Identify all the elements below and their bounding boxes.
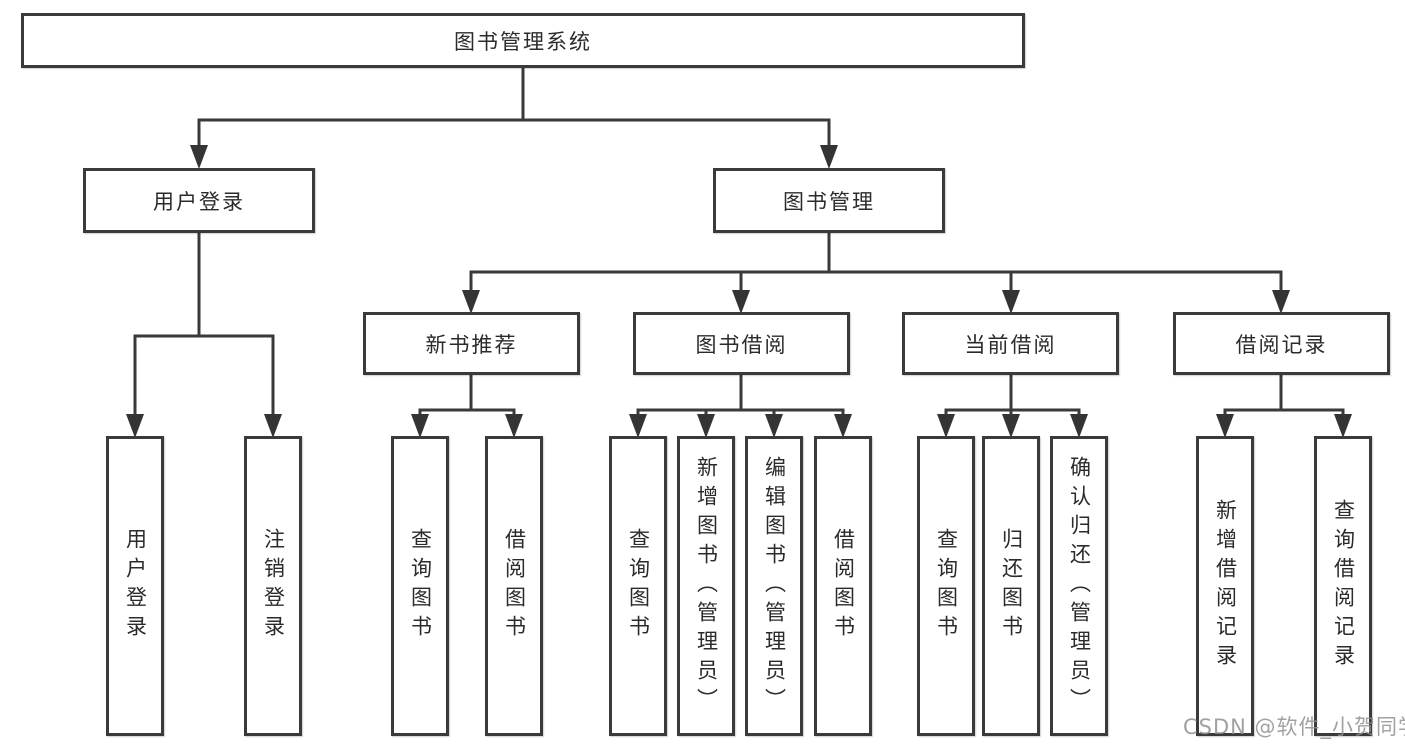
node-book-borrow-label: 图书借阅 [695, 332, 788, 357]
node-current-borrow: 当前借阅 [902, 312, 1119, 375]
leaf-edit-book-admin: 编辑图书（管理员） [745, 436, 803, 736]
leaf-query-book-borrow-label: 查询图书 [626, 528, 651, 644]
node-borrow-records-label: 借阅记录 [1235, 332, 1328, 357]
node-new-book-recommend-label: 新书推荐 [425, 332, 518, 357]
leaf-user-login: 用户登录 [106, 436, 164, 736]
leaf-query-book-recommend: 查询图书 [391, 436, 449, 736]
leaf-confirm-return-admin: 确认归还（管理员） [1050, 436, 1108, 736]
leaf-borrow-book-recommend: 借阅图书 [485, 436, 543, 736]
leaf-borrow-book-recommend-label: 借阅图书 [502, 528, 527, 644]
leaf-confirm-return-admin-label: 确认归还（管理员） [1067, 455, 1092, 717]
leaf-query-borrow-record-label: 查询借阅记录 [1331, 499, 1356, 673]
node-root: 图书管理系统 [21, 13, 1025, 68]
leaf-borrow-book: 借阅图书 [814, 436, 872, 736]
node-user-login: 用户登录 [83, 168, 315, 233]
leaf-query-book-current-label: 查询图书 [934, 528, 959, 644]
node-book-management: 图书管理 [713, 168, 945, 233]
leaf-logout: 注销登录 [244, 436, 302, 736]
leaf-edit-book-admin-label: 编辑图书（管理员） [762, 455, 787, 717]
node-current-borrow-label: 当前借阅 [964, 332, 1057, 357]
leaf-query-book-borrow: 查询图书 [609, 436, 667, 736]
leaf-query-borrow-record: 查询借阅记录 [1314, 436, 1372, 736]
leaf-user-login-label: 用户登录 [123, 528, 148, 644]
node-new-book-recommend: 新书推荐 [363, 312, 580, 375]
leaf-logout-label: 注销登录 [261, 528, 286, 644]
leaf-return-book: 归还图书 [982, 436, 1040, 736]
leaf-add-book-admin: 新增图书（管理员） [677, 436, 735, 736]
node-borrow-records: 借阅记录 [1173, 312, 1390, 375]
node-book-borrow: 图书借阅 [633, 312, 850, 375]
leaf-return-book-label: 归还图书 [999, 528, 1024, 644]
watermark: CSDN @软件_小贺同学 [1183, 715, 1405, 739]
node-user-login-label: 用户登录 [153, 189, 245, 214]
leaf-borrow-book-label: 借阅图书 [831, 528, 856, 644]
node-book-management-label: 图书管理 [783, 189, 875, 214]
leaf-query-book-recommend-label: 查询图书 [408, 528, 433, 644]
leaf-add-borrow-record: 新增借阅记录 [1196, 436, 1254, 736]
leaf-query-book-current: 查询图书 [917, 436, 975, 736]
leaf-add-borrow-record-label: 新增借阅记录 [1213, 499, 1238, 673]
leaf-add-book-admin-label: 新增图书（管理员） [694, 455, 719, 717]
node-root-label: 图书管理系统 [454, 29, 592, 54]
